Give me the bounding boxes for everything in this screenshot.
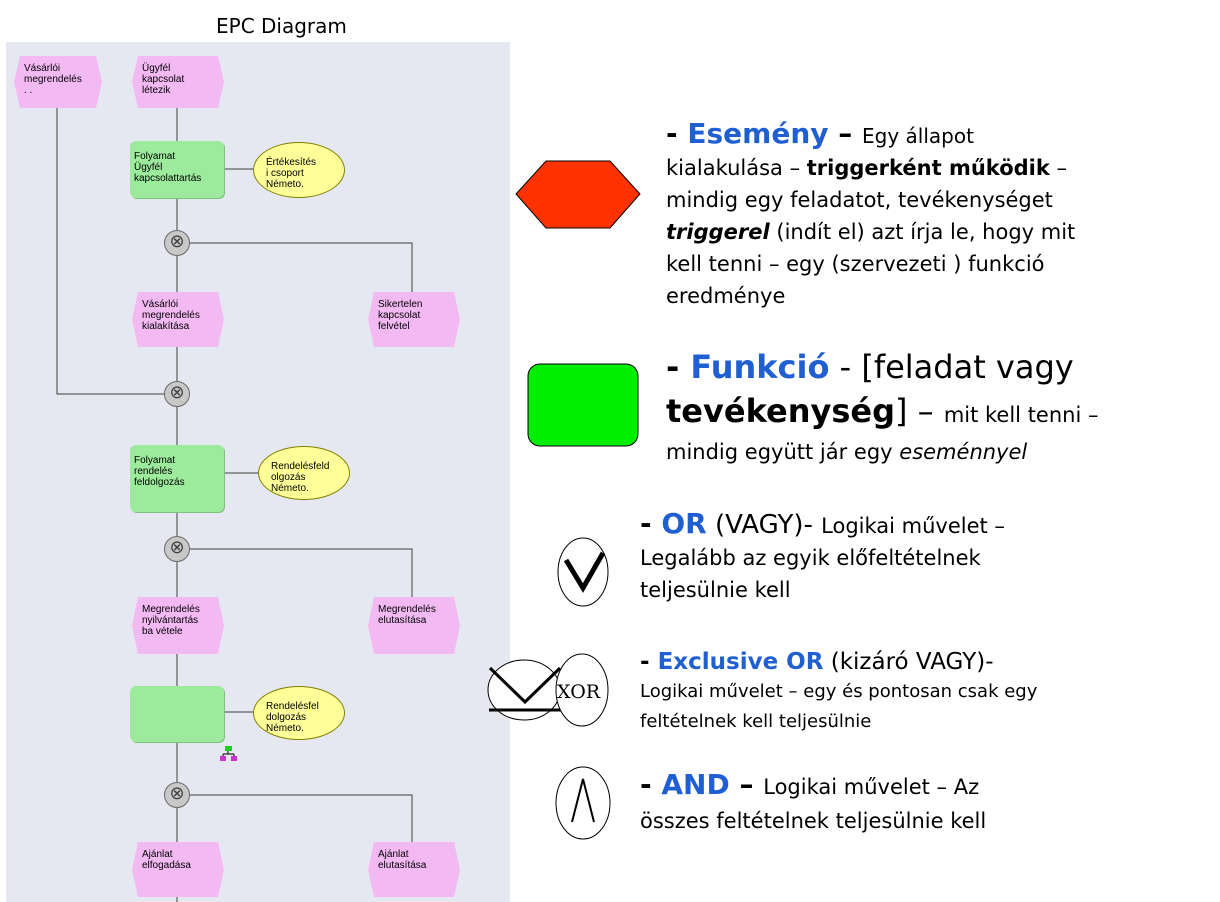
flow-line [190,794,413,842]
xor-connector: ⊗ [164,381,190,407]
xor-symbol-label: XOR [557,681,601,703]
flow-line [190,242,413,292]
legend-function-text: - Funkció - [feladat vagy tevékenység] –… [666,348,1099,464]
and-symbol-icon [555,766,611,840]
xor-symbol-icon [487,653,609,727]
flow-line [56,108,166,395]
xor-connector: ⊗ [164,536,190,562]
legend-or-text: - OR (VAGY)- Logikai művelet – Legalább … [640,507,1005,603]
xor-connector: ⊗ [164,782,190,808]
or-symbol-icon [557,537,609,607]
function-rectangle-icon [527,363,639,447]
xor-connector: ⊗ [164,230,190,256]
event-hexagon-icon [515,160,641,229]
function-node [130,686,224,742]
flow-line [190,548,413,597]
flow-lines [56,108,413,902]
legend-xor-text: - Exclusive OR (kizáró VAGY)- Logikai mű… [640,649,1038,732]
org-chart-icon [220,746,237,761]
diagram-title: EPC Diagram [216,14,347,38]
legend-event-text: - Esemény – Egy állapot kialakulása – tr… [666,117,1076,309]
legend-and-text: - AND – Logikai művelet – Az összes felt… [640,768,987,833]
